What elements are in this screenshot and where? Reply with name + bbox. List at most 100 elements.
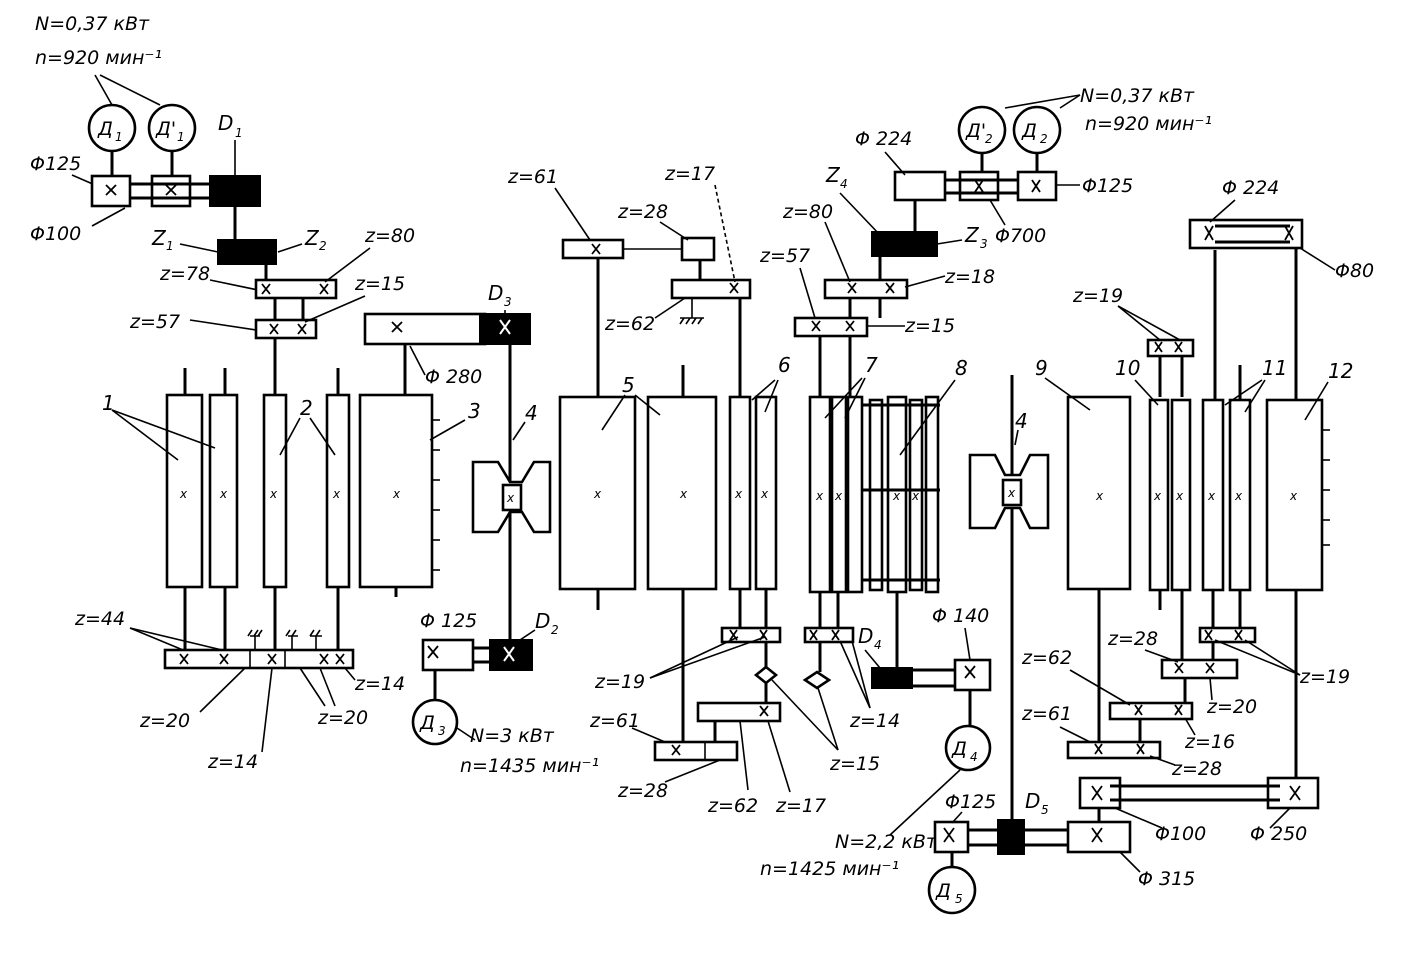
- motor-d5-sub: 5: [955, 892, 963, 906]
- phi100-label-a: Φ100: [30, 223, 81, 245]
- motor-d1-sub: 1: [115, 130, 123, 144]
- motor-right-power-label: N=0,37 кВт: [1080, 85, 1195, 107]
- roller-5b: [646, 395, 718, 591]
- phi315-label: Φ 315: [1138, 868, 1195, 890]
- Z3-sub: 3: [980, 237, 988, 251]
- D1-label: D: [218, 111, 233, 135]
- Z1-sub: 1: [166, 239, 174, 253]
- Z4-sub: 4: [840, 177, 848, 191]
- z57-label-a: z=57: [129, 311, 180, 333]
- gear-row-z57-z15: z=57 z=15: [129, 273, 405, 340]
- gear-Z3-Z4: [871, 231, 938, 257]
- roller-11b-mark: x: [1234, 489, 1243, 503]
- roller-7a-mark: x: [815, 489, 824, 503]
- roller-group-5: z=61 z=28 z=17 z=62 x x 5: [507, 163, 752, 742]
- label-6: 6: [778, 353, 791, 377]
- label-4a: 4: [525, 401, 538, 425]
- roller-9-body: [1066, 395, 1132, 591]
- gear-z62-z17-bottom: [696, 701, 782, 723]
- roller-5a-mark: x: [593, 487, 602, 501]
- cone-pulley-left: x 4: [471, 401, 552, 534]
- gear-Z1-Z2: [217, 239, 277, 265]
- roller-group-7: z=80 z=18 z=57 z=15 x x 7 z=14 z=15: [759, 201, 995, 775]
- label-7: 7: [865, 353, 878, 377]
- roller-10b-mark: x: [1175, 489, 1184, 503]
- phi700-label: Φ700: [995, 225, 1046, 247]
- roller-3-mark: x: [392, 487, 401, 501]
- pulley-phi224-a: [893, 170, 947, 202]
- belt-phi100-phi250: Φ100 Φ 250: [1078, 776, 1320, 845]
- gear-row-z78-z80: z=78 z=80: [159, 225, 415, 320]
- gear-z57-z15-right: [793, 316, 869, 338]
- motor-group-right: N=0,37 кВт n=920 мин⁻¹ Д' 2 Д 2 Φ 224 Φ1…: [825, 85, 1212, 280]
- phi100-label-b: Φ100: [1155, 823, 1206, 845]
- label-1: 1: [102, 391, 115, 415]
- D4-label: D: [858, 624, 873, 648]
- roller-8c: [924, 395, 940, 594]
- motor-d2-sub: 2: [1040, 132, 1048, 146]
- D2-label: D: [535, 609, 550, 633]
- motor-d3-drive: Φ 125 D 2 Д 3 N=3 кВт n=1435 мин⁻¹: [411, 609, 599, 777]
- z14-label-b: z=14: [354, 673, 405, 695]
- gear-z57-z15: [254, 318, 318, 340]
- roller-group-11: x x 11 z=19: [1198, 250, 1350, 688]
- z15-label-c: z=15: [829, 753, 880, 775]
- phi224-label-b: Φ 224: [1222, 177, 1279, 199]
- motor-d4-circle: [944, 724, 992, 772]
- z62-label-a: z=62: [604, 313, 655, 335]
- pulley-phi280: [363, 312, 487, 346]
- z62-label-c: z=62: [1021, 647, 1072, 669]
- phi280-label: Φ 280: [425, 366, 482, 388]
- D4-sub: 4: [874, 638, 882, 652]
- D3-label: D: [488, 281, 503, 305]
- gear-row-bottom-left: z=44 z=20 z=14 z=20 z=14: [74, 608, 405, 773]
- roller-12-body: [1265, 398, 1324, 592]
- gear-z28-top: [680, 236, 716, 262]
- phi125-label-c: Φ125: [1082, 175, 1133, 197]
- z15-label-b: z=15: [904, 315, 955, 337]
- z20-label-b: z=20: [317, 707, 368, 729]
- z61-label-c: z=61: [1021, 703, 1072, 725]
- label-4b: 4: [1015, 409, 1028, 433]
- roller-group-2: x x 2: [262, 338, 351, 650]
- cone-left-mark: x: [506, 491, 515, 505]
- motor-group-left: N=0,37 кВт n=920 мин⁻¹ Д 1 Д' 1 Φ125 Φ10…: [30, 13, 327, 280]
- universal-joint-b: [802, 670, 832, 690]
- motor-d5-label: Д: [935, 880, 951, 902]
- gear-z28-z20: [1160, 658, 1239, 680]
- phi250-label: Φ 250: [1250, 823, 1307, 845]
- z80-label-b: z=80: [782, 201, 833, 223]
- z20-label-c: z=20: [1206, 696, 1257, 718]
- gear-z80-z18: [823, 278, 909, 300]
- label-8: 8: [955, 356, 968, 380]
- roller-9: x 9: [1035, 356, 1132, 742]
- z57-label-b: z=57: [759, 245, 810, 267]
- gear-bar-z44-z20: [163, 648, 355, 670]
- Z2-label: Z: [304, 226, 320, 250]
- D1-sub: 1: [235, 126, 243, 140]
- z78-label: z=78: [159, 263, 210, 285]
- roller-2b-mark: x: [332, 487, 341, 501]
- Z3-label: Z: [964, 223, 980, 247]
- motor-d4-power-label: N=2,2 кВт: [835, 831, 938, 853]
- motor-d3-circle: [411, 698, 459, 746]
- gear-row-center-bottom: z=61 z=28 z=62 z=17: [589, 701, 826, 817]
- phi125-label-b: Φ 125: [420, 610, 477, 632]
- pulley-phi100-b: [1078, 776, 1122, 810]
- cone-right-mark: x: [1007, 486, 1016, 500]
- motor-d1-prime-sub: 1: [177, 130, 185, 144]
- pulley-D3: [479, 313, 531, 345]
- roller-1a-mark: x: [179, 487, 188, 501]
- roller-8b: [908, 398, 924, 592]
- motor-left-power-label: N=0,37 кВт: [35, 13, 150, 35]
- label-3: 3: [468, 399, 481, 423]
- roller-6b-mark: x: [760, 487, 769, 501]
- phi224-label-a: Φ 224: [855, 128, 912, 150]
- motor-d2-label: Д: [1021, 120, 1037, 142]
- motor-d5-circle: [927, 865, 977, 915]
- Z1-label: Z: [151, 226, 167, 250]
- roller-3: x 3: [358, 393, 481, 597]
- gear-z61-z28-right: [1066, 740, 1162, 760]
- z19-label-a: z=19: [594, 671, 645, 693]
